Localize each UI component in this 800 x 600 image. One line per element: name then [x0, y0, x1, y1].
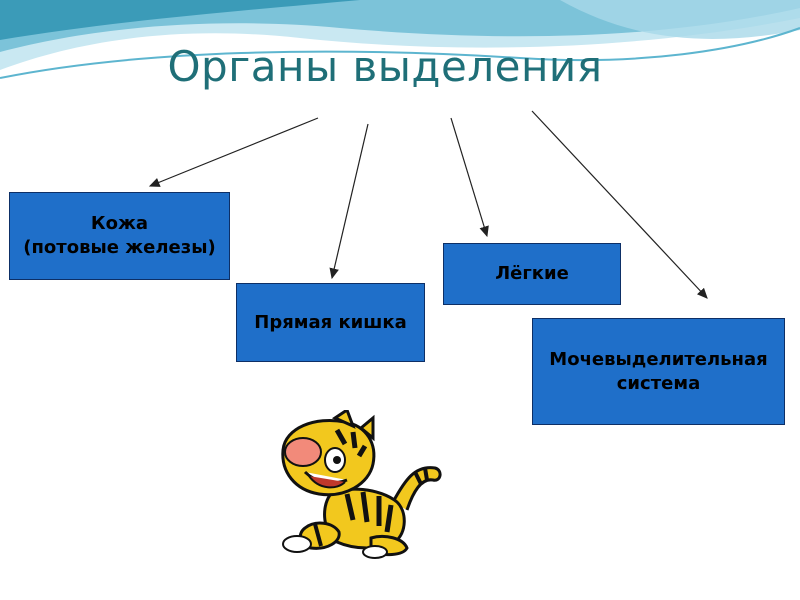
box-urinary-line-2: система	[616, 372, 701, 394]
box-rectum-line-1: Прямая кишка	[254, 311, 407, 333]
box-skin-line-1: Кожа	[90, 213, 149, 234]
box-skin: Кожа (потовые железы)	[9, 192, 230, 280]
tiger-cub-icon	[281, 410, 442, 559]
box-rectum: Прямая кишка	[236, 283, 425, 362]
arrow-to-lungs	[450, 117, 489, 238]
arrow-to-skin	[148, 117, 319, 187]
page-title: Органы выделения	[167, 42, 603, 91]
box-lungs-line-1: Лёгкие	[495, 263, 569, 284]
arrow-to-urinary-system	[531, 110, 708, 299]
arrow-to-rectum	[329, 123, 369, 280]
box-lungs: Лёгкие	[443, 243, 621, 305]
box-urinary-system: Мочевыделительная система	[532, 318, 785, 425]
box-urinary-line-1: Мочевыделительная	[549, 348, 768, 370]
box-skin-line-2: (потовые железы)	[23, 237, 216, 258]
header-wave-decoration	[0, 0, 800, 79]
